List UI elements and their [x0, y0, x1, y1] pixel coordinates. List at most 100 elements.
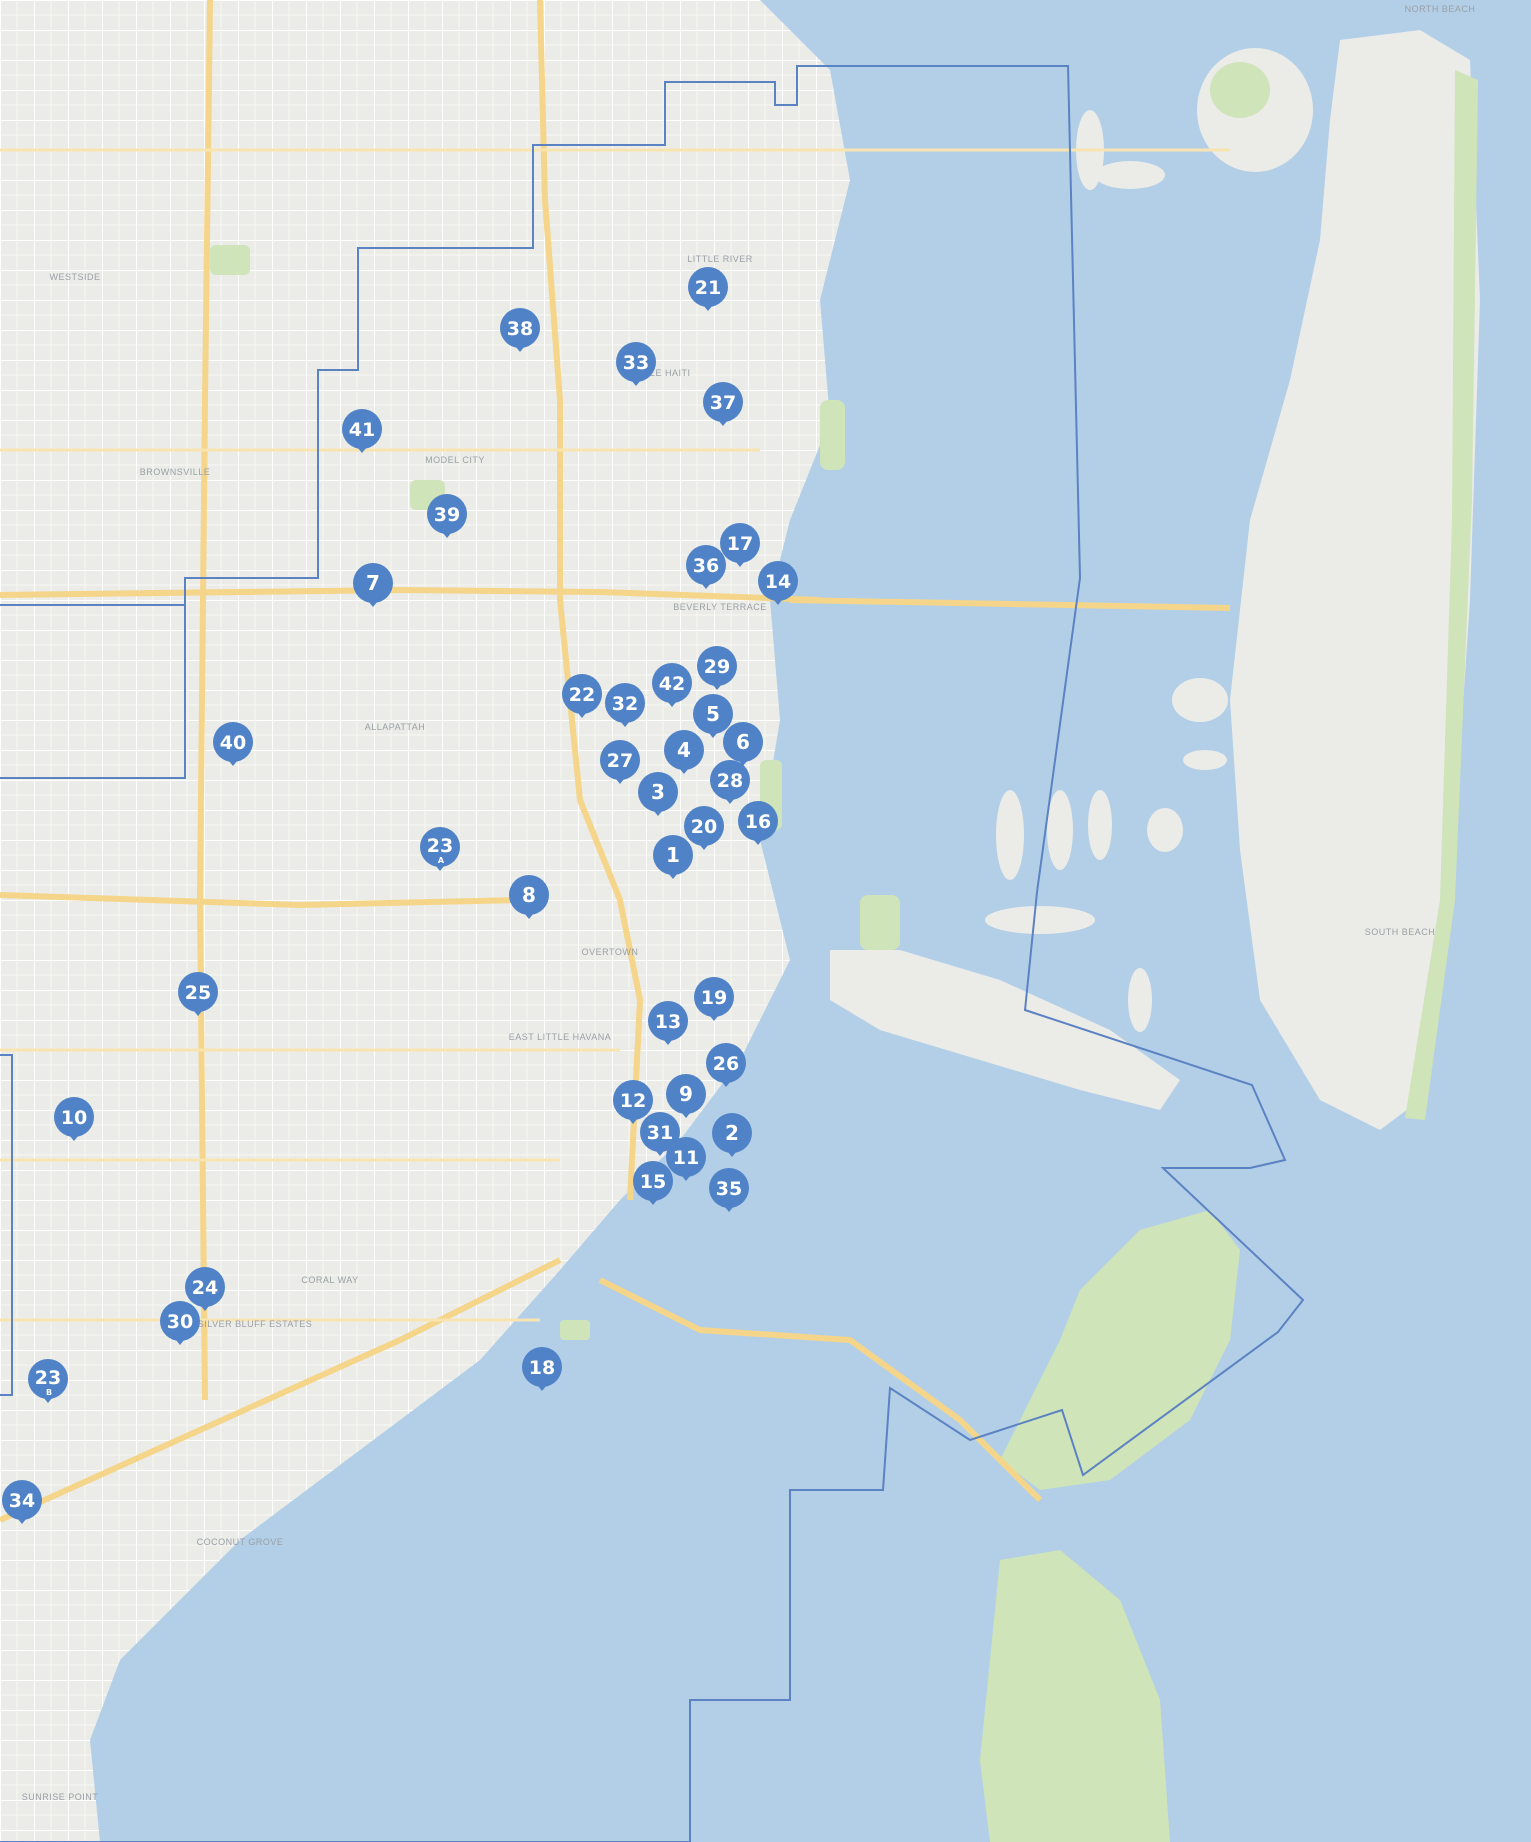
map-marker[interactable]: 24: [185, 1267, 225, 1311]
map-marker[interactable]: 10: [54, 1097, 94, 1141]
map-pin-tip: [620, 1108, 646, 1124]
place-label: WESTSIDE: [49, 272, 100, 282]
map-marker[interactable]: 23B: [28, 1359, 68, 1403]
district-boundary: [0, 65, 1305, 1842]
parks: [210, 245, 900, 1340]
map-marker[interactable]: 6: [723, 722, 763, 766]
marker-number: 30: [167, 1311, 193, 1333]
marker-number: 21: [695, 277, 721, 299]
marker-number: 7: [366, 571, 380, 595]
map-marker[interactable]: 5: [693, 694, 733, 738]
marker-number: 35: [716, 1178, 742, 1200]
miami-beach-island: [1230, 30, 1480, 1130]
map-pin-tip: [693, 573, 719, 589]
map-pin-tip: [727, 551, 753, 567]
location-markers[interactable]: 1234567891011121314151617181920212223A23…: [2, 267, 798, 1524]
place-label: COCONUT GROVE: [197, 1537, 284, 1547]
map-marker[interactable]: 11: [666, 1137, 706, 1181]
marker-number: 12: [620, 1090, 646, 1112]
map-pin-tip: [167, 1329, 193, 1345]
marker-number: 16: [745, 811, 771, 833]
map-pin-tip: [745, 829, 771, 845]
map-marker[interactable]: 28: [710, 760, 750, 804]
place-label: SUNRISE POINT: [22, 1792, 99, 1802]
district-boundary-southwest: [0, 1054, 13, 1396]
map-marker[interactable]: 26: [706, 1043, 746, 1087]
map-marker[interactable]: 34: [2, 1480, 42, 1524]
map-marker[interactable]: 23A: [420, 827, 460, 871]
map-pin-tip: [730, 750, 756, 766]
marker-number: 23: [427, 835, 453, 857]
map-marker[interactable]: 32: [605, 683, 645, 727]
map-marker[interactable]: 37: [703, 382, 743, 426]
map-marker[interactable]: 29: [697, 646, 737, 690]
map-marker[interactable]: 15: [633, 1161, 673, 1205]
marker-number: 27: [607, 750, 633, 772]
map-marker[interactable]: 17: [720, 523, 760, 567]
highways: [0, 0, 1231, 1523]
map-pin-tip: [700, 722, 726, 738]
map-marker[interactable]: 41: [342, 409, 382, 453]
map-pin-tip: [349, 437, 375, 453]
map-marker[interactable]: 38: [500, 308, 540, 352]
district-boundary-west: [0, 604, 186, 779]
map-marker[interactable]: 36: [686, 545, 726, 589]
map-marker[interactable]: 33: [616, 342, 656, 386]
port-island: [830, 950, 1180, 1110]
map-marker[interactable]: 18: [522, 1347, 562, 1391]
map-pin-tip: [569, 702, 595, 718]
map-marker[interactable]: 16: [738, 801, 778, 845]
map-pin-tip: [704, 674, 730, 690]
map-pin-tip: [659, 691, 685, 707]
place-label: CORAL WAY: [301, 1275, 358, 1285]
map-pin-tip: [61, 1125, 87, 1141]
map-marker[interactable]: 20: [684, 806, 724, 850]
map-marker[interactable]: 35: [709, 1168, 749, 1212]
map-pin-tip: [713, 1071, 739, 1087]
place-label: MODEL CITY: [425, 455, 485, 465]
marker-number: 29: [704, 656, 730, 678]
map-marker[interactable]: 3: [638, 772, 678, 816]
map-pin-tip: [717, 788, 743, 804]
marker-number: 22: [569, 684, 595, 706]
place-label: EAST LITTLE HAVANA: [509, 1032, 612, 1042]
map-marker[interactable]: 31: [640, 1112, 680, 1156]
map-marker[interactable]: 40: [213, 722, 253, 766]
map-marker[interactable]: 14: [758, 561, 798, 605]
map-pin-tip: [719, 1141, 745, 1157]
marker-number: 1: [666, 843, 680, 867]
map-marker[interactable]: 22: [562, 674, 602, 718]
map-marker[interactable]: 39: [427, 494, 467, 538]
map-marker[interactable]: 25: [178, 972, 218, 1016]
place-label: LITTLE RIVER: [687, 254, 753, 264]
map-pin-tip: [673, 1165, 699, 1181]
map-marker[interactable]: 7: [353, 563, 393, 607]
place-label: ALLAPATTAH: [365, 722, 426, 732]
map-marker[interactable]: 13: [648, 1001, 688, 1045]
map-marker[interactable]: 4: [664, 730, 704, 774]
north-island-park: [1210, 62, 1270, 118]
map-pin-tip: [765, 589, 791, 605]
virginia-key: [1000, 1210, 1240, 1490]
map-marker[interactable]: 27: [600, 740, 640, 784]
map-marker[interactable]: 30: [160, 1301, 200, 1345]
map-marker[interactable]: 8: [509, 875, 549, 919]
map-marker[interactable]: 19: [694, 977, 734, 1021]
map-marker[interactable]: 42: [652, 663, 692, 707]
map-pin-tip: [671, 758, 697, 774]
map-marker[interactable]: 21: [688, 267, 728, 311]
map-marker[interactable]: 2: [712, 1113, 752, 1157]
marker-number: 24: [192, 1277, 218, 1299]
marker-number: 18: [529, 1357, 555, 1379]
marker-number: 20: [691, 816, 717, 838]
map-marker[interactable]: 9: [666, 1074, 706, 1118]
map-pin-tip: [360, 591, 386, 607]
key-biscayne: [980, 1550, 1170, 1842]
map-marker[interactable]: 1: [653, 835, 693, 879]
marker-number: 17: [727, 533, 753, 555]
marker-number: 42: [659, 673, 685, 695]
marker-number: 13: [655, 1011, 681, 1033]
map-marker[interactable]: 12: [613, 1080, 653, 1124]
